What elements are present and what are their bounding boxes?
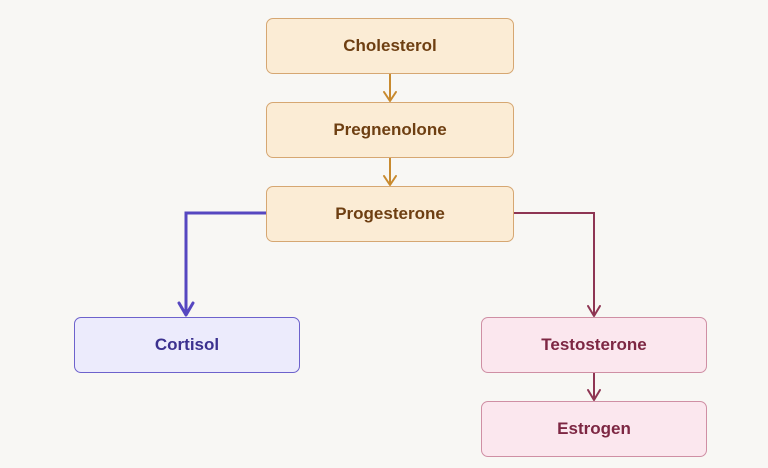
node-label-testosterone: Testosterone	[541, 335, 647, 354]
node-label-progesterone: Progesterone	[335, 204, 445, 223]
edge-progesterone-testosterone	[514, 212, 601, 317]
node-label-pregnenolone: Pregnenolone	[333, 120, 447, 139]
node-cholesterol: Cholesterol	[266, 18, 514, 74]
edge-cholesterol-pregnenolone	[383, 74, 397, 102]
node-pregnenolone: Pregnenolone	[266, 102, 514, 158]
node-cortisol: Cortisol	[74, 317, 300, 373]
node-estrogen: Estrogen	[481, 401, 707, 457]
edge-pregnenolone-progesterone	[383, 158, 397, 186]
node-testosterone: Testosterone	[481, 317, 707, 373]
node-label-cortisol: Cortisol	[154, 335, 220, 354]
edge-testosterone-estrogen	[587, 373, 601, 401]
node-label-cholesterol: Cholesterol	[343, 36, 437, 55]
node-label-estrogen: Estrogen	[557, 419, 631, 438]
node-progesterone: Progesterone	[266, 186, 514, 242]
edge-progesterone-cortisol	[177, 211, 266, 317]
